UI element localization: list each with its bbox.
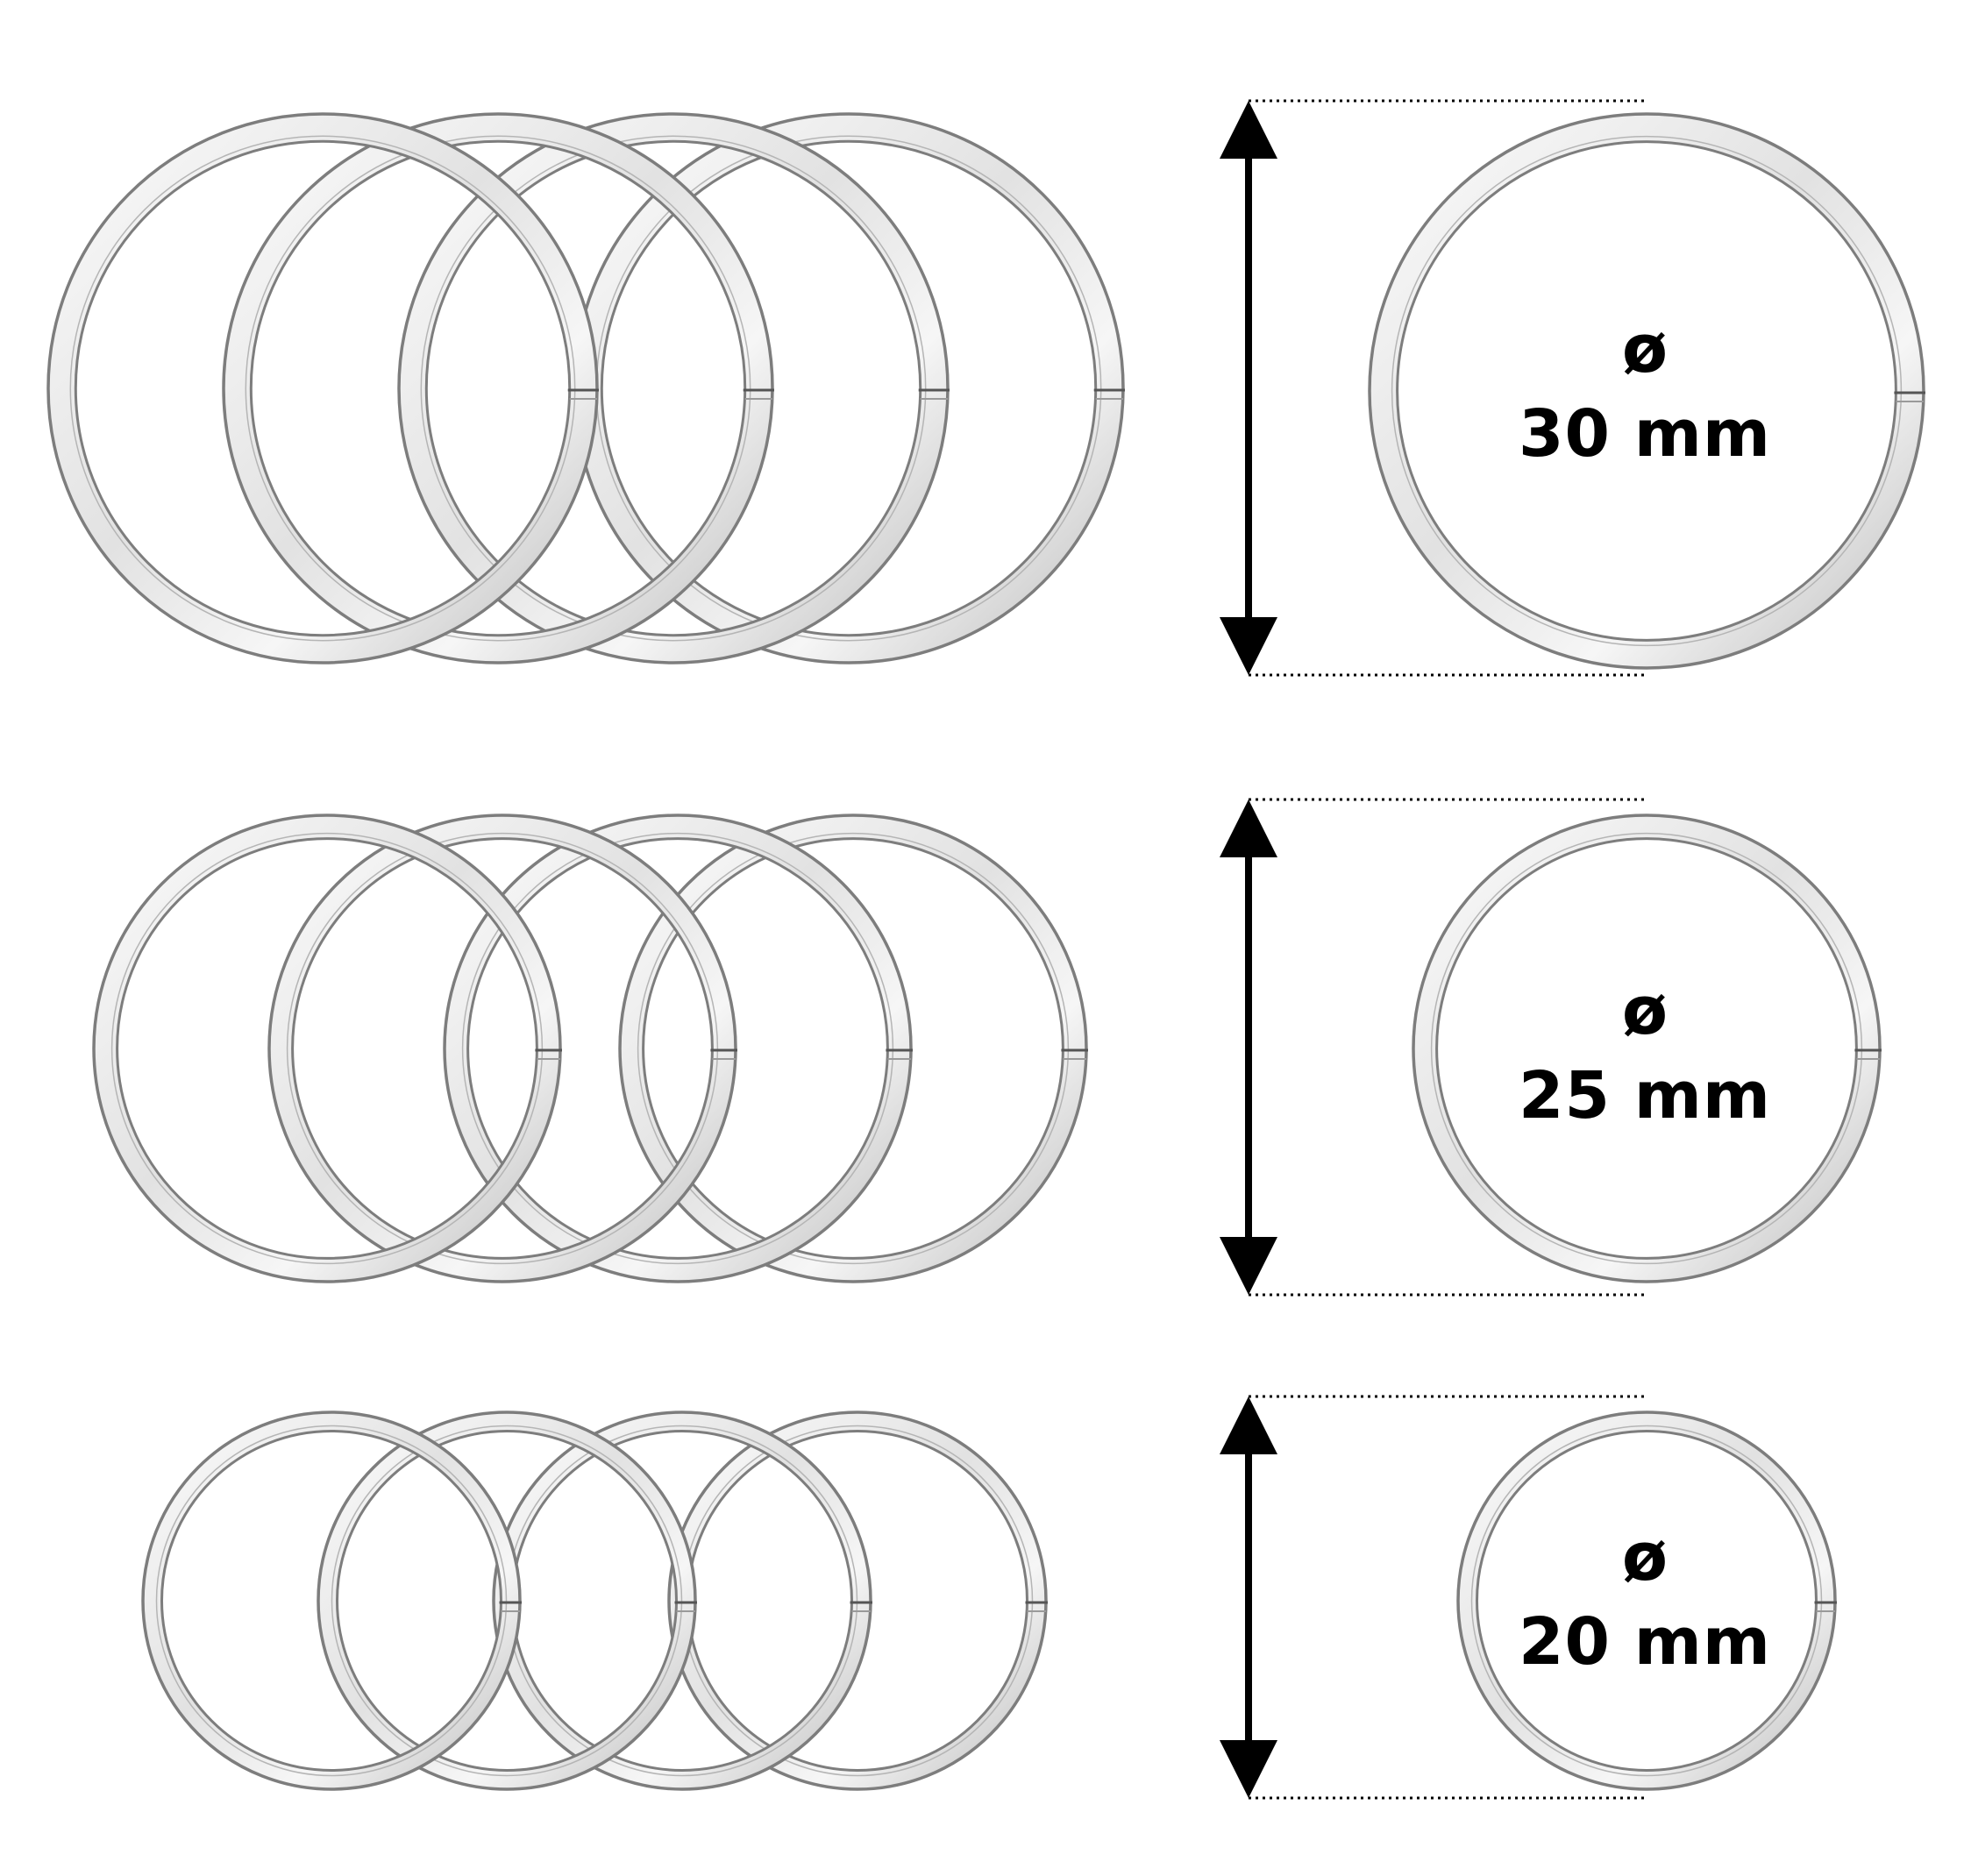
ring-band <box>398 113 949 664</box>
diameter-symbol: ø <box>1621 971 1669 1049</box>
diameter-label-25mm: ø 25 mm <box>1461 971 1829 1133</box>
ring-outer-edge <box>1368 112 1925 670</box>
ring-inner-edge <box>466 837 889 1260</box>
ring-outer-edge <box>443 814 913 1283</box>
ring-inner-groove <box>1430 832 1863 1265</box>
ring-outer-edge <box>46 112 599 664</box>
ring-inner-edge <box>336 1430 678 1772</box>
ring-inner-edge <box>74 139 572 637</box>
ring-outer-edge <box>618 814 1088 1283</box>
key-ring-20mm <box>317 1411 697 1791</box>
ring-inner-edge <box>1435 837 1858 1260</box>
diameter-label-20mm: ø 20 mm <box>1461 1517 1829 1680</box>
ring-inner-edge <box>1396 140 1897 642</box>
ring-inner-groove <box>1391 135 1903 647</box>
ring-outer-edge <box>667 1411 1048 1791</box>
arrow-head-down <box>1220 1237 1277 1295</box>
ring-band <box>619 814 1086 1282</box>
ring-group-20mm <box>141 1411 1048 1791</box>
diameter-symbol: ø <box>1621 1517 1669 1595</box>
ring-outer-edge <box>92 814 562 1283</box>
ring-inner-edge <box>160 1430 502 1772</box>
key-ring-25mm <box>92 814 562 1283</box>
arrow-head-up <box>1220 1396 1277 1454</box>
ring-inner-groove <box>461 832 894 1265</box>
key-ring-single-30mm <box>1368 112 1925 670</box>
ring-band <box>1413 814 1881 1282</box>
diameter-symbol: ø <box>1621 309 1669 387</box>
ring-inner-edge <box>424 139 922 637</box>
ring-band <box>1370 113 1925 669</box>
ring-inner-edge <box>249 139 747 637</box>
ring-inner-groove <box>331 1425 683 1777</box>
ring-inner-groove <box>245 135 751 642</box>
ring-inner-edge <box>1476 1430 1818 1772</box>
ring-outer-edge <box>1456 1411 1837 1791</box>
ring-inner-groove <box>637 832 1070 1265</box>
diameter-value: 25 mm <box>1519 1058 1771 1133</box>
key-ring-25mm <box>267 814 737 1283</box>
ring-inner-edge <box>642 837 1064 1260</box>
ring-outer-edge <box>492 1411 872 1791</box>
dimension-arrow-20mm <box>1220 1395 1647 1800</box>
arrow-head-down <box>1220 1740 1277 1798</box>
ring-band <box>223 113 773 664</box>
dimension-arrow-25mm <box>1220 798 1647 1297</box>
diameter-value: 20 mm <box>1519 1604 1771 1680</box>
ring-band <box>318 1412 695 1789</box>
key-ring-single-25mm <box>1412 814 1882 1283</box>
arrow-head-up <box>1220 101 1277 159</box>
ring-band <box>444 814 911 1282</box>
ring-band <box>47 113 598 664</box>
key-ring-25mm <box>443 814 913 1283</box>
ring-inner-groove <box>286 832 719 1265</box>
ring-outer-edge <box>317 1411 697 1791</box>
ring-inner-groove <box>110 832 544 1265</box>
ring-outer-edge <box>222 112 774 664</box>
key-ring-single-20mm <box>1456 1411 1837 1791</box>
arrow-head-down <box>1220 617 1277 675</box>
ring-outer-edge <box>1412 814 1882 1283</box>
key-ring-30mm <box>397 112 950 664</box>
ring-inner-edge <box>116 837 538 1260</box>
ring-outer-edge <box>141 1411 522 1791</box>
key-ring-30mm <box>46 112 599 664</box>
dimension-arrow-30mm <box>1220 99 1647 677</box>
ring-band <box>268 814 736 1282</box>
key-ring-20mm <box>141 1411 522 1791</box>
ring-band <box>1458 1412 1835 1789</box>
diameter-value: 30 mm <box>1519 396 1771 472</box>
key-ring-30mm <box>222 112 774 664</box>
ring-inner-edge <box>291 837 714 1260</box>
ring-outer-edge <box>267 814 737 1283</box>
key-ring-25mm <box>618 814 1088 1283</box>
ring-group-30mm <box>46 112 1125 664</box>
ring-band <box>94 814 560 1282</box>
ring-band <box>143 1412 520 1789</box>
ring-group-25mm <box>92 814 1088 1283</box>
ring-inner-groove <box>420 135 927 642</box>
ring-inner-groove <box>69 135 576 642</box>
arrow-head-up <box>1220 799 1277 857</box>
ring-inner-groove <box>155 1425 508 1777</box>
ring-outer-edge <box>397 112 950 664</box>
ring-inner-edge <box>600 139 1098 637</box>
ring-inner-groove <box>1470 1425 1823 1777</box>
diameter-label-30mm: ø 30 mm <box>1461 309 1829 472</box>
